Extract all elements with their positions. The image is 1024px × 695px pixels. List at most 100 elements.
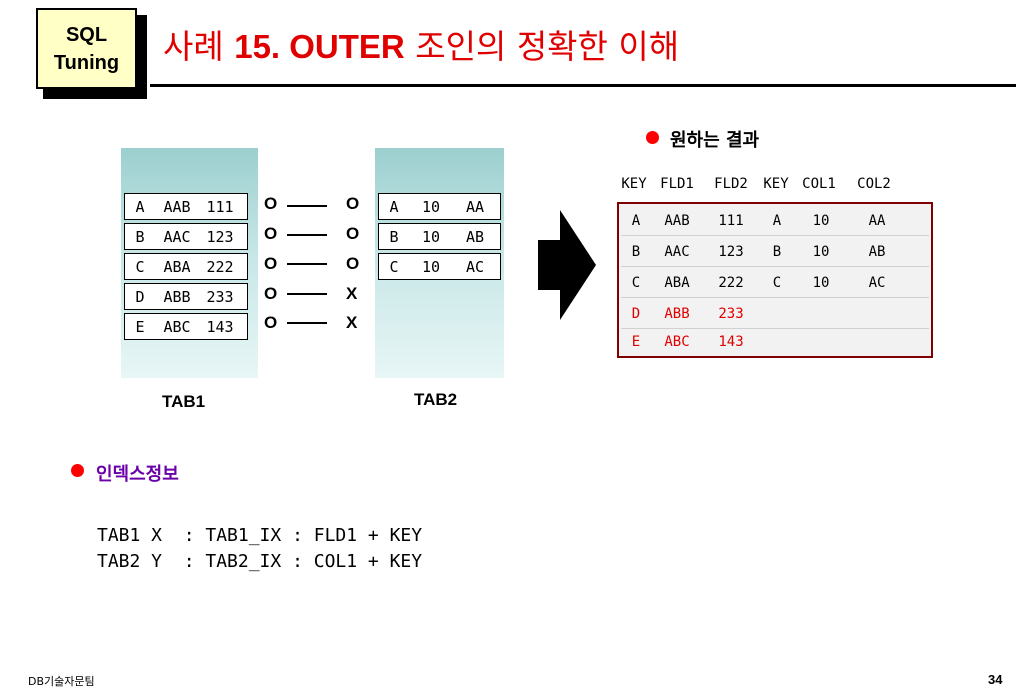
tab2-cell: AB (465, 227, 485, 246)
tab1-cell: 111 (206, 197, 234, 216)
arrow-right-icon (538, 210, 596, 320)
result-cell: 10 (812, 244, 830, 260)
result-cell: AAC (664, 244, 690, 260)
result-header-cell: KEY (763, 176, 789, 192)
result-header-cell: FLD2 (714, 176, 748, 192)
title-rule (150, 84, 1016, 87)
tab2-cell: B (389, 227, 399, 246)
result-cell: 111 (718, 213, 744, 229)
tab1-cell: AAB (163, 197, 191, 216)
join-line (287, 322, 327, 324)
tab1-cell: 123 (206, 227, 234, 246)
page-title: 사례 15. OUTER 조인의 정확한 이해 (163, 20, 679, 68)
result-cell: B (772, 244, 782, 260)
tab1-cell: ABB (163, 287, 191, 306)
result-row: B AAC 123 B 10 AB (621, 238, 929, 267)
tab1-cell: 143 (206, 317, 234, 336)
join-line (287, 263, 327, 265)
tab1-row: D ABB 233 (124, 283, 248, 310)
result-cell: 143 (718, 334, 744, 350)
join-mark-right: O (346, 224, 360, 243)
tab1-cell: A (135, 197, 145, 216)
result-cell: 123 (718, 244, 744, 260)
tab2-cell: AC (465, 257, 485, 276)
result-cell: AAB (664, 213, 690, 229)
tab2-cell: A (389, 197, 399, 216)
tab1-cell: 222 (206, 257, 234, 276)
tab2-row: B 10 AB (378, 223, 501, 250)
badge-line-1: SQL (65, 23, 108, 46)
tab1-row: B AAC 123 (124, 223, 248, 250)
bullet-dot-icon (646, 131, 659, 144)
result-cell: 10 (812, 213, 830, 229)
tab1-cell: ABC (163, 317, 191, 336)
result-header-cell: KEY (621, 176, 647, 192)
tab1-cell: D (135, 287, 145, 306)
join-mark-left: O (264, 284, 278, 303)
result-cell: AC (868, 275, 886, 291)
tab1-cell: E (135, 317, 145, 336)
result-cell: ABA (664, 275, 690, 291)
join-mark-right: O (346, 194, 360, 213)
title-prefix: 사례 (163, 27, 235, 66)
result-row-outer: D ABB 233 (621, 300, 929, 329)
result-cell: C (772, 275, 782, 291)
index-info-line: TAB1 X : TAB1_IX : FLD1 + KEY (97, 525, 423, 546)
result-cell: C (631, 275, 641, 291)
join-mark-right: O (346, 254, 360, 273)
join-mark-right: X (346, 284, 358, 303)
join-mark-left: O (264, 194, 278, 213)
title-suffix: 조인의 정확한 이해 (404, 27, 680, 66)
tab1-cell: B (135, 227, 145, 246)
join-mark-left: O (264, 313, 278, 332)
index-info-line: TAB2 Y : TAB2_IX : COL1 + KEY (97, 551, 423, 572)
join-mark-right: X (346, 313, 358, 332)
badge-line-2: Tuning (53, 51, 120, 74)
bullet-dot-icon (71, 464, 84, 477)
tab1-cell: 233 (206, 287, 234, 306)
join-line (287, 293, 327, 295)
result-cell: D (631, 306, 641, 322)
result-cell: AA (868, 213, 886, 229)
join-line (287, 234, 327, 236)
result-cell: 233 (718, 306, 744, 322)
tab2-label: TAB2 (414, 390, 458, 409)
result-cell: 222 (718, 275, 744, 291)
index-info-title: 인덱스정보 (96, 464, 179, 485)
tab2-cell: AA (465, 197, 485, 216)
result-header-cell: FLD1 (660, 176, 694, 192)
result-cell: A (631, 213, 641, 229)
tab1-cell: C (135, 257, 145, 276)
tab1-row: C ABA 222 (124, 253, 248, 280)
result-cell: A (772, 213, 782, 229)
tab2-cell: C (389, 257, 399, 276)
tab2-row: C 10 AC (378, 253, 501, 280)
result-row: C ABA 222 C 10 AC (621, 269, 929, 298)
tab1-cell: ABA (163, 257, 191, 276)
result-cell: B (631, 244, 641, 260)
page-number: 34 (988, 672, 1003, 687)
result-header: KEY FLD1 FLD2 KEY COL1 COL2 (619, 176, 931, 198)
tab1-label: TAB1 (162, 392, 206, 411)
footer-team: DB기술자문팀 (28, 675, 95, 688)
result-header-cell: COL2 (857, 176, 891, 192)
result-cell: E (631, 334, 641, 350)
result-cell: ABB (664, 306, 690, 322)
tab2-cell: 10 (421, 257, 441, 276)
join-line (287, 205, 327, 207)
join-mark-left: O (264, 224, 278, 243)
join-mark-left: O (264, 254, 278, 273)
tab2-cell: 10 (421, 227, 441, 246)
result-cell: AB (868, 244, 886, 260)
tab1-cell: AAC (163, 227, 191, 246)
tab1-row: A AAB 111 (124, 193, 248, 220)
tab1-row: E ABC 143 (124, 313, 248, 340)
title-number: 15. OUTER (234, 28, 405, 65)
result-row: A AAB 111 A 10 AA (621, 207, 929, 236)
sql-tuning-badge: SQL Tuning (36, 8, 137, 89)
result-row-outer: E ABC 143 (621, 328, 929, 356)
result-cell: 10 (812, 275, 830, 291)
result-cell: ABC (664, 334, 690, 350)
